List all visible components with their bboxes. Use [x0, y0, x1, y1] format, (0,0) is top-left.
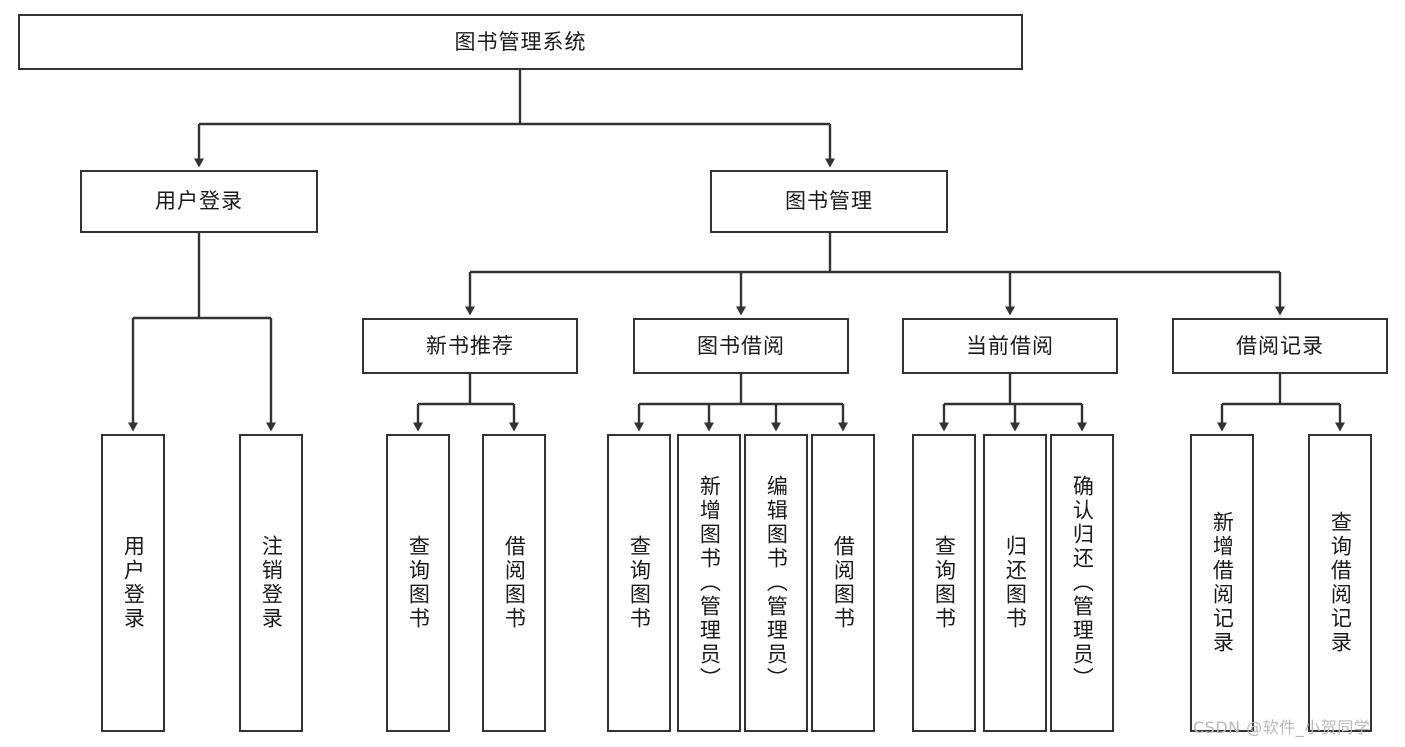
node-leaf-query-book-1-label: 查询图书	[406, 535, 431, 631]
node-leaf-borrow-book-1[interactable]: 借阅图书	[482, 434, 546, 732]
node-leaf-confirm-return-label: 确认归还（管理员）	[1070, 475, 1095, 691]
node-leaf-user-logout-label: 注销登录	[259, 535, 284, 631]
node-leaf-user-logout[interactable]: 注销登录	[239, 434, 303, 732]
csdn-watermark: CSDN @软件_小贺同学	[1193, 718, 1371, 737]
node-leaf-borrow-book-1-label: 借阅图书	[502, 535, 527, 631]
node-leaf-user-login-label: 用户登录	[121, 535, 146, 631]
node-leaf-borrow-book-2-label: 借阅图书	[831, 535, 856, 631]
node-user-login-label: 用户登录	[155, 189, 243, 214]
node-leaf-borrow-book-2[interactable]: 借阅图书	[811, 434, 875, 732]
node-leaf-add-book-label: 新增图书（管理员）	[697, 475, 722, 691]
node-leaf-return-book-label: 归还图书	[1003, 535, 1028, 631]
node-leaf-query-book-2[interactable]: 查询图书	[607, 434, 671, 732]
node-leaf-confirm-return[interactable]: 确认归还（管理员）	[1050, 434, 1114, 732]
node-book-borrow[interactable]: 图书借阅	[633, 318, 849, 374]
node-user-login[interactable]: 用户登录	[80, 170, 318, 233]
node-leaf-query-book-3[interactable]: 查询图书	[912, 434, 976, 732]
node-leaf-edit-book-label: 编辑图书（管理员）	[764, 475, 789, 691]
node-current-borrow[interactable]: 当前借阅	[902, 318, 1118, 374]
node-leaf-query-record-label: 查询借阅记录	[1328, 511, 1353, 655]
node-book-borrow-label: 图书借阅	[697, 333, 785, 358]
node-book-manage[interactable]: 图书管理	[710, 170, 948, 233]
node-borrow-record[interactable]: 借阅记录	[1172, 318, 1388, 374]
node-book-manage-label: 图书管理	[785, 189, 873, 214]
node-root-label: 图书管理系统	[454, 29, 587, 54]
node-new-book-recommend[interactable]: 新书推荐	[362, 318, 578, 374]
node-leaf-query-book-2-label: 查询图书	[627, 535, 652, 631]
node-leaf-query-book-3-label: 查询图书	[932, 535, 957, 631]
node-leaf-add-book[interactable]: 新增图书（管理员）	[677, 434, 741, 732]
node-leaf-add-record[interactable]: 新增借阅记录	[1190, 434, 1254, 732]
node-leaf-user-login[interactable]: 用户登录	[101, 434, 165, 732]
node-leaf-query-book-1[interactable]: 查询图书	[386, 434, 450, 732]
node-borrow-record-label: 借阅记录	[1236, 333, 1324, 358]
node-leaf-return-book[interactable]: 归还图书	[983, 434, 1047, 732]
node-root[interactable]: 图书管理系统	[18, 14, 1023, 70]
node-leaf-edit-book[interactable]: 编辑图书（管理员）	[744, 434, 808, 732]
node-new-book-recommend-label: 新书推荐	[426, 333, 514, 358]
node-current-borrow-label: 当前借阅	[966, 333, 1054, 358]
node-leaf-query-record[interactable]: 查询借阅记录	[1308, 434, 1372, 732]
node-leaf-add-record-label: 新增借阅记录	[1210, 511, 1235, 655]
